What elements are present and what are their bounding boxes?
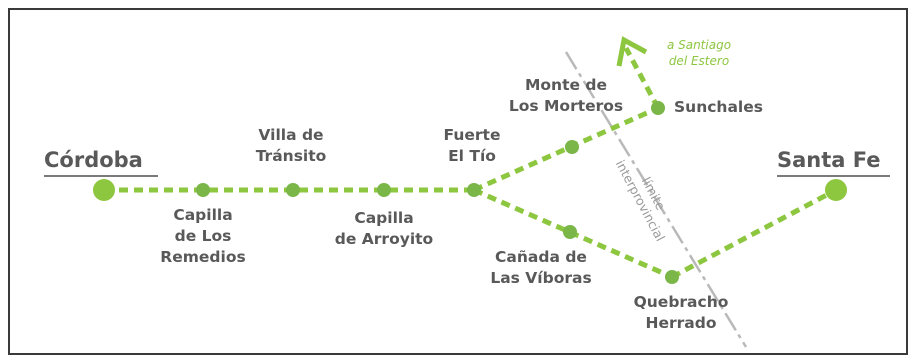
santa-fe-underline xyxy=(777,175,890,177)
label-sunchales: Sunchales xyxy=(674,98,763,116)
label-line: Monte de xyxy=(524,76,608,94)
provincial-border-line xyxy=(564,51,748,348)
map-frame xyxy=(8,8,908,355)
label-capilla-de-los-remedios: Capilla de Los Remedios xyxy=(148,205,258,268)
label-monte-de-los-morteros: Monte de Los Morteros xyxy=(496,75,636,117)
city-label-santa-fe: Santa Fe xyxy=(777,148,881,172)
label-line: Villa de xyxy=(258,126,324,144)
label-villa-de-transito: Villa de Tránsito xyxy=(236,125,346,167)
arrow-to-santiago-head xyxy=(616,36,648,67)
label-destination-santiago-del-estero: a Santiago del Estero xyxy=(648,37,750,69)
label-line: de Los xyxy=(174,227,232,245)
label-line: Capilla xyxy=(354,209,414,227)
stop-quebracho-herrado xyxy=(665,270,679,284)
stop-villa-de-transito xyxy=(286,183,300,197)
label-line: Capilla xyxy=(173,206,233,224)
stop-monte-de-los-morteros xyxy=(565,140,579,154)
label-line: Cañada de xyxy=(495,248,587,266)
label-fuerte-el-tio: Fuerte El Tío xyxy=(426,125,518,167)
stop-canada-de-las-viboras xyxy=(563,225,577,239)
label-canada-de-las-viboras: Cañada de Las Víboras xyxy=(476,247,606,289)
label-line: del Estero xyxy=(668,54,730,68)
city-label-cordoba: Córdoba xyxy=(44,148,143,172)
label-quebracho-herrado: Quebracho Herrado xyxy=(616,292,746,334)
santa-fe-terminal-dot xyxy=(825,179,847,201)
stop-fuerte-el-tio xyxy=(467,183,481,197)
cordoba-terminal-dot xyxy=(93,179,115,201)
label-line: Tránsito xyxy=(255,147,327,165)
label-line: Remedios xyxy=(160,248,246,266)
arrow-to-santiago-line xyxy=(623,46,661,110)
label-line: El Tío xyxy=(448,147,496,165)
label-line: Fuerte xyxy=(443,126,501,144)
label-capilla-de-arroyito: Capilla de Arroyito xyxy=(319,208,449,250)
label-line: Las Víboras xyxy=(490,269,592,287)
route-quebracho-herrado-santa-fe xyxy=(670,187,838,280)
stop-capilla-de-arroyito xyxy=(377,183,391,197)
label-line: Los Morteros xyxy=(508,97,624,115)
cordoba-underline xyxy=(44,175,158,177)
stop-capilla-de-los-remedios xyxy=(196,183,210,197)
stop-sunchales xyxy=(651,101,665,115)
label-line: Quebracho xyxy=(633,293,729,311)
label-line: Herrado xyxy=(645,314,717,332)
label-line: de Arroyito xyxy=(334,230,434,248)
route-fuerte-el-tio-sunchales xyxy=(472,105,660,193)
label-line: a Santiago xyxy=(666,38,732,52)
